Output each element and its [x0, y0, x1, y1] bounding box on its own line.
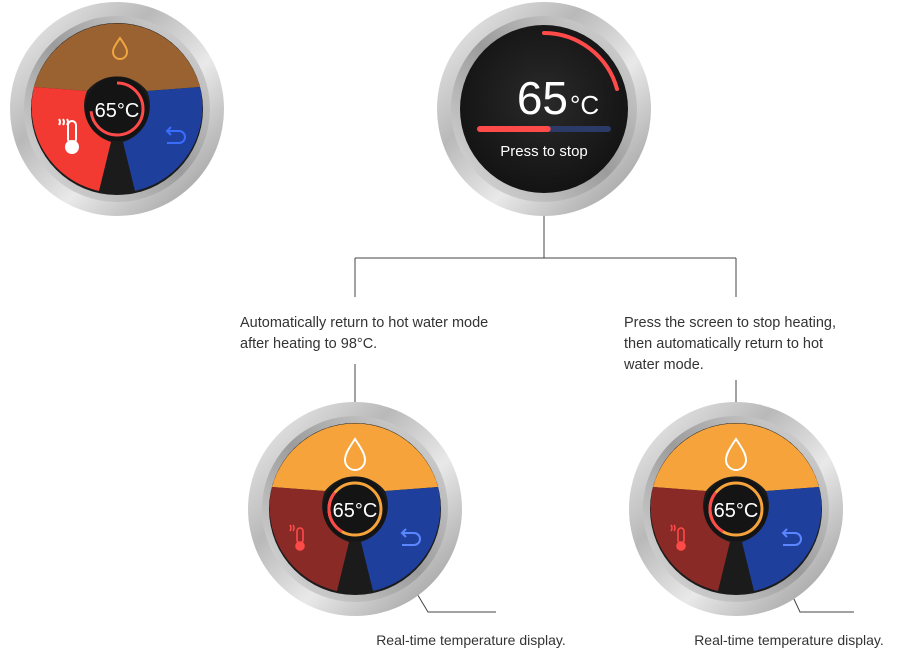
return-arrow-icon [781, 528, 802, 546]
thermometer-heat-icon [670, 524, 686, 551]
dial-heating-mode[interactable]: 65°C [10, 2, 224, 216]
caption-manual-return: Press the screen to stop heating, then a… [624, 315, 836, 373]
temperature-ring [89, 81, 145, 137]
callout-manual-return: Real-time temperature display. [694, 632, 884, 648]
dial-temperature: 65°C [333, 500, 378, 522]
water-drop-icon [343, 437, 367, 471]
dial-heating-screen[interactable]: 65 °C Press to stop [437, 2, 651, 216]
segment-return[interactable] [361, 487, 441, 591]
return-arrow-icon [400, 528, 421, 546]
segment-return[interactable] [742, 487, 822, 591]
segment-heating[interactable] [269, 487, 349, 591]
dial-temperature-unit: °C [570, 90, 599, 120]
dial-temperature-value: 65 [517, 72, 568, 124]
water-drop-icon [724, 437, 748, 471]
progress-fill [477, 126, 551, 132]
caption-auto-return: Automatically return to hot water mode a… [240, 315, 489, 352]
callout-auto-return: Real-time temperature display. [376, 632, 566, 648]
press-to-stop-label[interactable]: Press to stop [500, 143, 588, 160]
heating-arc [542, 31, 619, 91]
screen[interactable] [460, 25, 628, 193]
segment-heating[interactable] [31, 87, 111, 191]
dial-manual-return[interactable]: 65°C [629, 402, 843, 616]
center-display [85, 77, 149, 141]
dial-temperature: 65°C [95, 100, 140, 122]
thermometer-heat-icon [58, 118, 79, 154]
center-display [704, 477, 768, 541]
thermometer-heat-icon [289, 524, 305, 551]
segment-hot-water[interactable] [272, 423, 438, 491]
water-drop-icon [111, 36, 129, 60]
dial-temperature: 65°C [714, 500, 759, 522]
return-arrow-icon [165, 126, 186, 144]
center-display [323, 477, 387, 541]
dial-auto-return[interactable]: 65°C [248, 402, 462, 616]
segment-heating[interactable] [650, 487, 730, 591]
segment-hot-water[interactable] [653, 423, 819, 491]
segment-return[interactable] [123, 87, 203, 191]
